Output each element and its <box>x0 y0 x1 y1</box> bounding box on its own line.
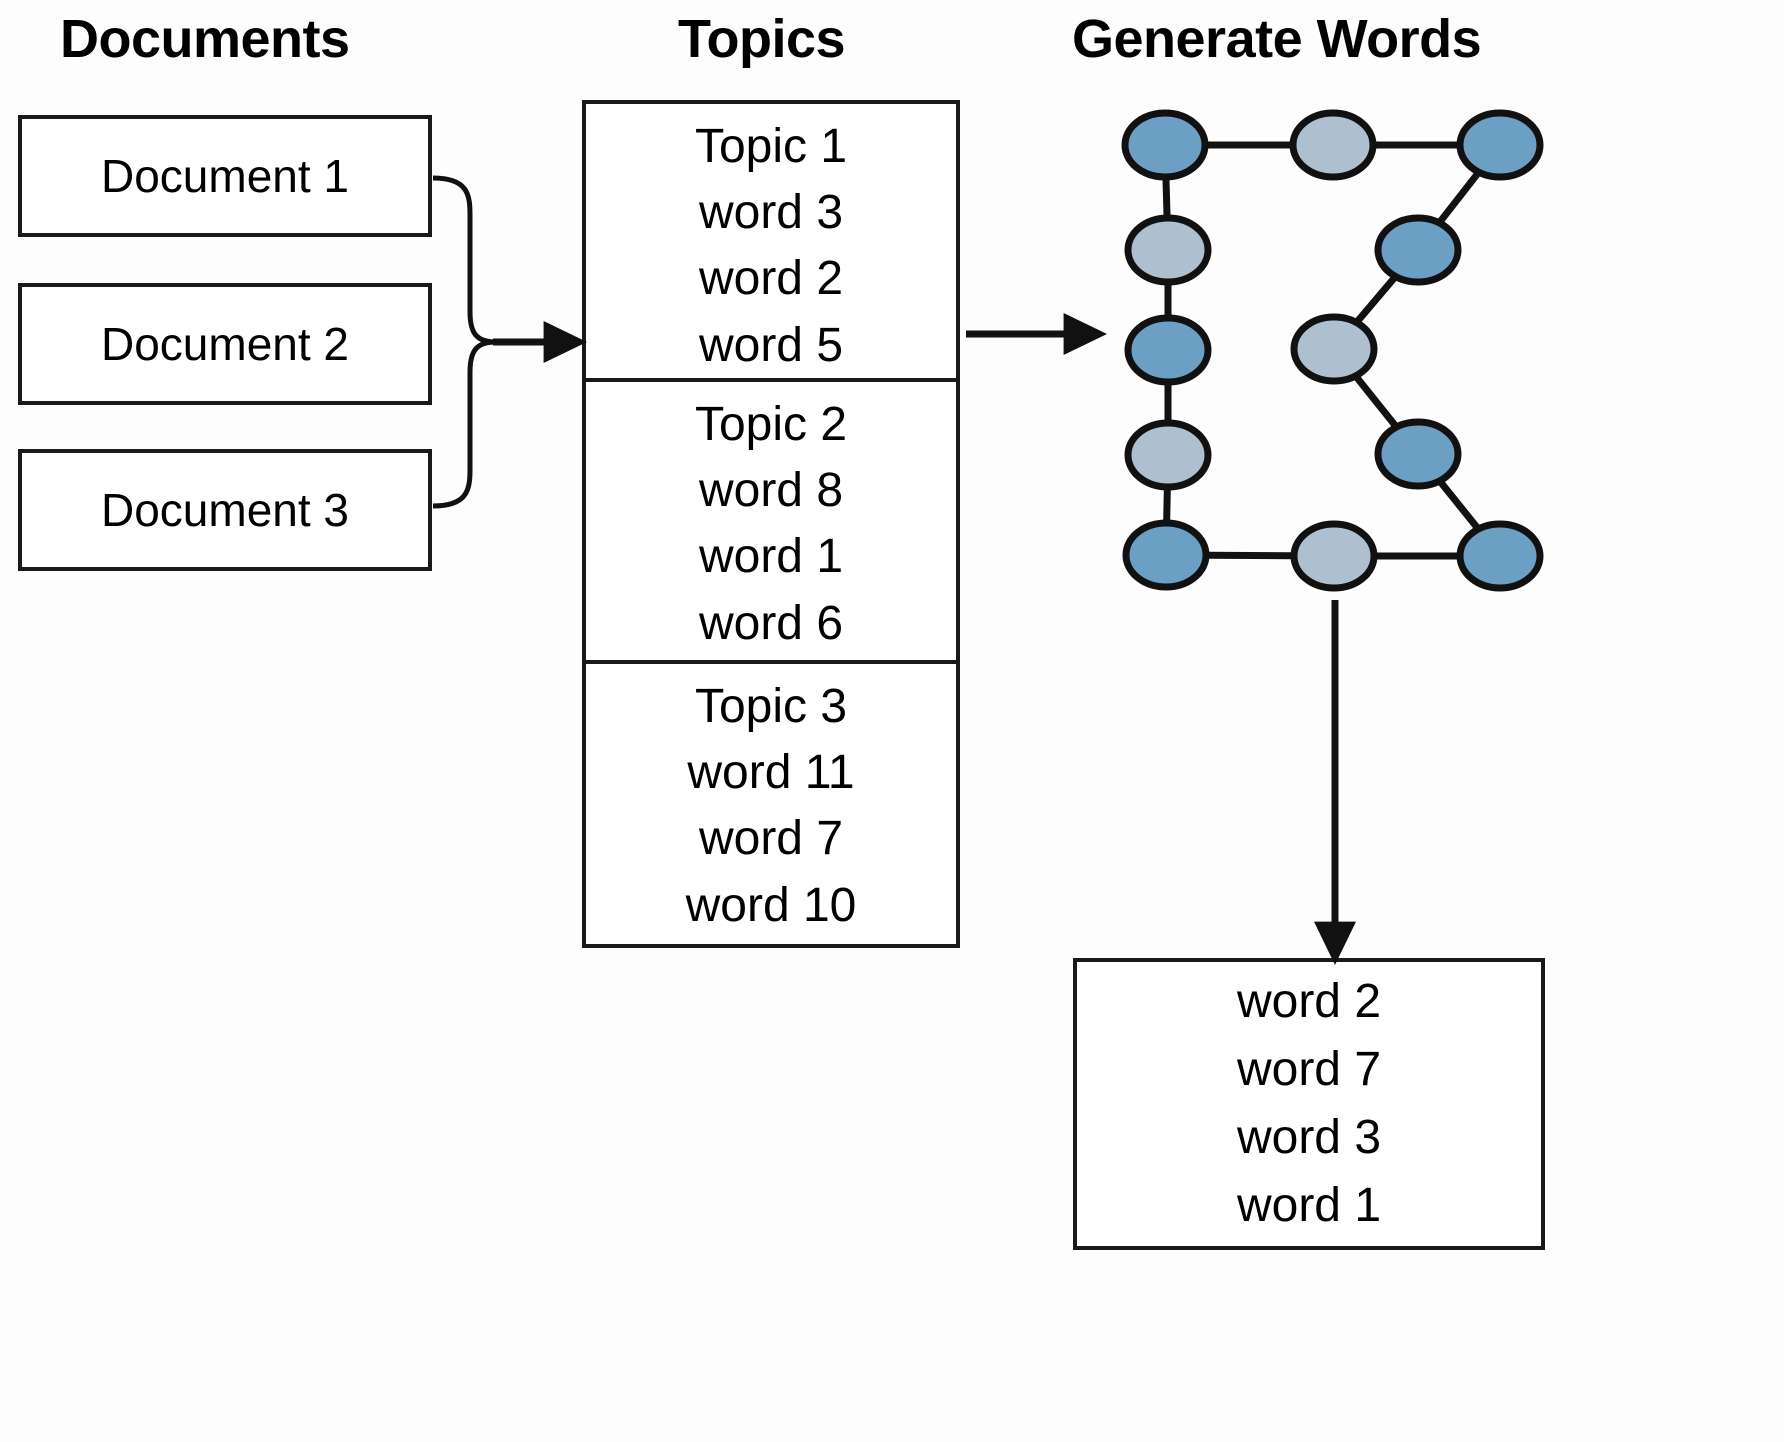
topic-word: word 2 <box>698 252 844 306</box>
graph-node <box>1456 109 1544 181</box>
graph-edge <box>1161 144 1172 251</box>
graph-node <box>1456 520 1544 592</box>
document-label: Document 3 <box>100 484 349 536</box>
topic-word: word 7 <box>698 812 844 866</box>
graph-node <box>1122 519 1210 591</box>
generated-words-box: word 2 word 7 word 3 word 1 <box>1073 958 1545 1250</box>
graph-edge <box>1165 551 1335 560</box>
graph-node <box>1124 314 1212 386</box>
graph-node <box>1374 214 1462 286</box>
graph-edge <box>1415 451 1503 559</box>
graph-node <box>1374 418 1462 490</box>
graph-edge <box>1331 247 1421 352</box>
topic-title: Topic 2 <box>694 398 848 451</box>
graph-node <box>1121 109 1209 181</box>
document-label: Document 1 <box>100 150 349 202</box>
document-box-3: Document 3 <box>18 449 432 571</box>
graph-edge <box>1162 454 1172 556</box>
generated-word: word 3 <box>1236 1111 1382 1164</box>
heading-generate-words: Generate Words <box>1072 9 1482 69</box>
generated-word: word 2 <box>1236 974 1382 1028</box>
graph-edges <box>1161 141 1503 560</box>
topic-word: word 10 <box>685 878 857 932</box>
document-box-2: Document 2 <box>18 283 432 405</box>
generated-word: word 1 <box>1236 1179 1382 1233</box>
topic-title: Topic 3 <box>694 680 848 733</box>
heading-documents: Documents <box>60 9 350 69</box>
topic-group-2: Topic 2 word 8 word 1 word 6 <box>586 382 956 664</box>
topic-word: word 8 <box>698 464 844 518</box>
generated-word: word 7 <box>1236 1042 1382 1096</box>
document-box-1: Document 1 <box>18 115 432 237</box>
topic-word: word 6 <box>698 596 844 650</box>
graph-node <box>1290 313 1378 385</box>
topic-group-1: Topic 1 word 3 word 2 word 5 <box>586 104 956 382</box>
topic-word: word 1 <box>698 530 844 584</box>
graph-node <box>1290 520 1378 592</box>
document-label: Document 2 <box>100 318 349 370</box>
topic-group-3: Topic 3 word 11 word 7 word 10 <box>586 664 956 944</box>
heading-topics: Topics <box>678 9 846 69</box>
graph-edge <box>1415 142 1503 253</box>
topic-word: word 5 <box>698 318 844 372</box>
graph-node <box>1289 109 1377 181</box>
topics-box: Topic 1 word 3 word 2 word 5 Topic 2 wor… <box>582 100 960 948</box>
graph-node <box>1124 419 1212 491</box>
graph-nodes <box>1121 109 1544 592</box>
topic-title: Topic 1 <box>694 120 848 173</box>
graph-edge <box>1331 346 1421 457</box>
topic-word: word 3 <box>698 186 844 240</box>
graph-node <box>1124 214 1212 286</box>
documents-brace-connector <box>432 175 497 509</box>
topic-word: word 11 <box>687 746 855 800</box>
